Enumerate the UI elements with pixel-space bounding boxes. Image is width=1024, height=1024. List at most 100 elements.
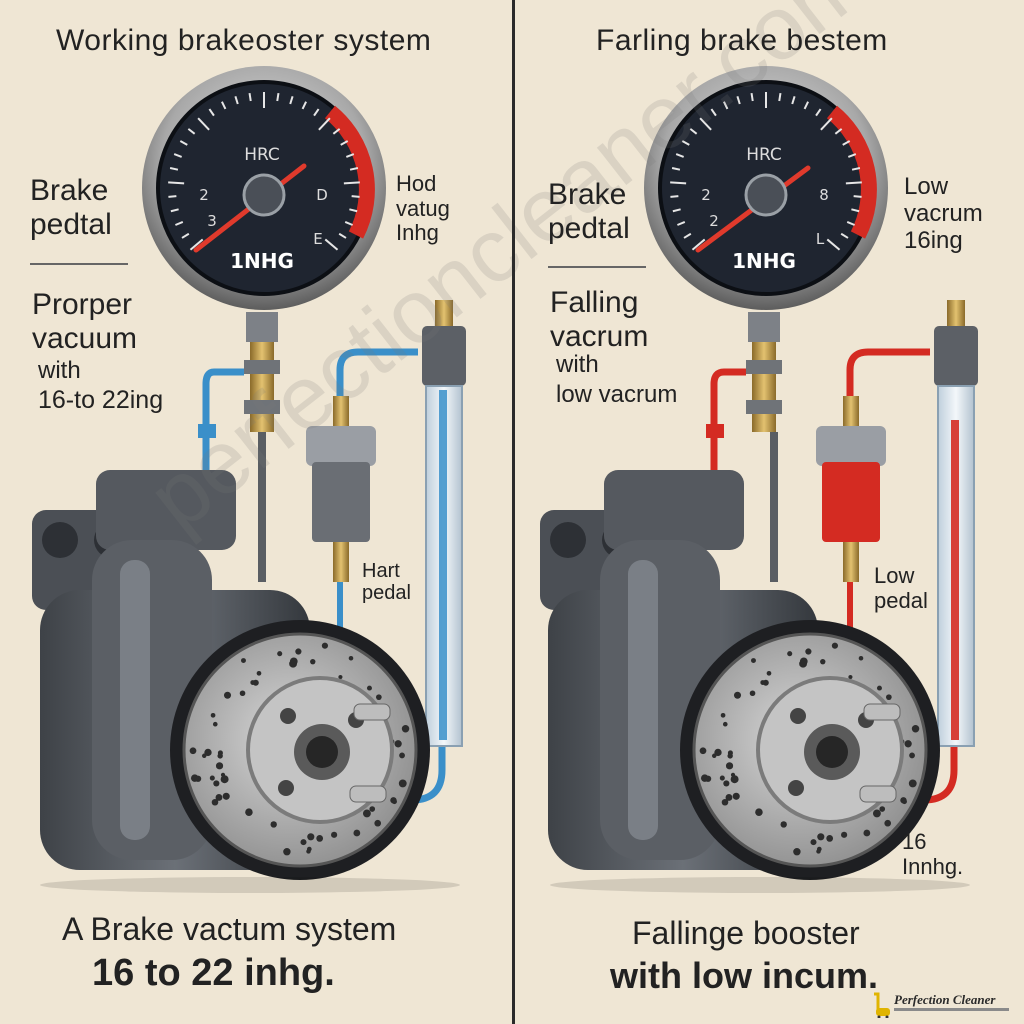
rotor-drill-hole <box>805 648 812 655</box>
gauge-tick-mark <box>168 195 177 198</box>
rotor-drill-hole <box>189 747 197 755</box>
gauge-tick-mark <box>750 92 754 102</box>
rotor-drill-hole <box>751 658 756 663</box>
gauge-tick-mark <box>248 92 252 102</box>
rotor-drill-hole <box>760 680 766 685</box>
right-brake-pedal-label: Brake pedtal <box>548 178 630 245</box>
gauge-tick-mark <box>840 232 849 239</box>
left-gauge-tick-label: E <box>313 230 322 248</box>
rotor-drill-hole <box>714 748 722 757</box>
gauge-tick-mark <box>723 101 729 110</box>
gauge-tick-mark <box>851 208 860 213</box>
rotor-drill-hole <box>210 712 216 718</box>
rotor-drill-hole <box>799 657 808 666</box>
rotor-drill-hole <box>401 725 410 733</box>
gauge-tick-mark <box>221 101 227 110</box>
gauge-tick-mark <box>349 167 359 171</box>
rotor-drill-hole <box>909 752 915 759</box>
gauge-tick-mark <box>173 153 183 158</box>
panel-divider <box>512 0 515 1024</box>
rotor-drill-hole <box>353 829 361 837</box>
gauge-tick-mark <box>803 101 809 110</box>
rotor-drill-hole <box>723 780 730 787</box>
rotor-drill-hole <box>901 799 907 805</box>
right-hose-label: Low vacrum 16ing <box>904 173 983 254</box>
gauge-tick-mark <box>847 153 857 158</box>
rotor-drill-hole <box>306 849 311 854</box>
right-vacuum-label: Falling vacrum <box>550 286 649 353</box>
gauge-tick-mark <box>197 117 210 131</box>
right-vacuum-detail: with <box>556 351 599 378</box>
right-caption-line-1: Fallinge booster <box>632 915 860 951</box>
gauge-tick-mark <box>289 96 294 105</box>
left-panel-title: Working brakeoster system <box>56 24 432 57</box>
rotor-drill-hole <box>908 779 917 788</box>
gauge-tick-mark <box>351 195 360 198</box>
rotor-drill-hole <box>209 775 215 781</box>
gauge-tick-mark <box>338 232 347 239</box>
left-vacuum-tube <box>422 300 466 747</box>
rotor-drill-hole <box>241 658 246 663</box>
rotor-drill-hole <box>780 821 787 828</box>
gauge-tick-mark <box>689 128 698 135</box>
rotor-drill-hole <box>215 794 223 801</box>
rotor-drill-hole <box>289 657 298 666</box>
brand-logo: Perfection Cleaner <box>868 990 1018 1020</box>
right-check-valve <box>816 396 886 582</box>
rotor-drill-hole <box>793 847 801 856</box>
rotor-drill-hole <box>399 752 405 759</box>
right-pedal-feel-label: Low pedal <box>874 563 928 613</box>
left-check-valve <box>306 396 376 582</box>
gauge-tick-mark <box>691 238 706 251</box>
gauge-tick-mark <box>276 92 280 102</box>
right-booster-assembly: HRC 1NHG 2 2 8 L <box>540 66 978 880</box>
logo-underline <box>894 1008 1009 1011</box>
rotor-drill-hole <box>884 819 892 827</box>
gauge-tick-mark <box>324 238 339 251</box>
gauge-tick-mark <box>791 96 796 105</box>
rotor-drill-hole <box>239 690 246 697</box>
rotor-drill-hole <box>217 753 223 759</box>
gauge-tick-mark <box>834 128 843 135</box>
rotor-drill-hole <box>190 774 199 782</box>
right-gauge-top-label: HRC <box>746 145 782 165</box>
right-caption-line-2: with low incum. <box>610 955 878 996</box>
rotor-drill-hole <box>720 712 726 718</box>
gauge-tick-mark <box>672 208 681 213</box>
rotor-drill-hole <box>215 762 224 770</box>
rotor-drill-hole <box>863 829 871 837</box>
rotor-drill-hole <box>732 792 740 800</box>
rotor-drill-hole <box>376 694 382 701</box>
gauge-tick-mark <box>343 181 360 185</box>
gauge-tick-mark <box>710 108 717 117</box>
logo-name: Perfection Cleaner <box>894 992 996 1007</box>
gauge-tick-mark <box>340 140 349 146</box>
vacuum-cleaner-icon <box>874 992 890 1018</box>
gauge-tick-mark <box>318 117 331 131</box>
rotor-drill-hole <box>348 655 354 661</box>
rotor-drill-hole <box>295 648 302 655</box>
gauge-tick-mark <box>853 195 862 198</box>
gauge-tick-mark <box>208 108 215 117</box>
rotor-drill-hole <box>787 651 793 657</box>
rotor-drill-hole <box>222 792 230 800</box>
gauge-tick-mark <box>301 101 307 110</box>
rotor-drill-hole <box>310 658 316 665</box>
gauge-tick-mark <box>234 96 239 105</box>
rotor-drill-hole <box>300 839 307 846</box>
left-gauge-top-label: HRC <box>244 145 280 165</box>
gauge-tick-mark <box>842 140 851 146</box>
rotor-drill-hole <box>245 808 253 816</box>
right-panel-title: Farling brake bestem <box>596 24 888 57</box>
rotor-drill-hole <box>755 808 763 816</box>
gauge-tick-mark <box>820 117 833 131</box>
gauge-tick-mark <box>187 128 196 135</box>
rotor-drill-hole <box>391 799 397 805</box>
rotor-drill-hole <box>911 725 920 733</box>
left-gauge-tick-label: D <box>316 186 328 204</box>
rotor-drill-hole <box>816 849 821 854</box>
rotor-drill-hole <box>394 740 402 748</box>
gauge-tick-mark <box>736 96 741 105</box>
rotor-drill-hole <box>848 674 853 680</box>
